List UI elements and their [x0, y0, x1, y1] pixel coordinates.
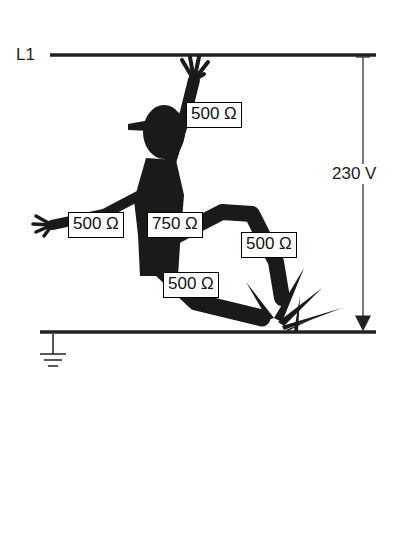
resistance-box: 500 Ω: [68, 212, 124, 238]
resistance-box: 500 Ω: [186, 102, 242, 128]
resistance-box: 500 Ω: [163, 272, 219, 298]
resistance-value: 500 Ω: [246, 234, 292, 254]
person-silhouette: [33, 57, 342, 331]
earth-symbol: [40, 334, 66, 366]
phase-line: [50, 53, 376, 57]
voltage-arrow: [356, 57, 370, 330]
resistance-value: 750 Ω: [152, 214, 198, 234]
resistance-value: 500 Ω: [168, 274, 214, 294]
resistance-box: 750 Ω: [147, 212, 203, 238]
resistance-value: 500 Ω: [73, 214, 119, 234]
line-name: L1: [16, 45, 35, 65]
resistance-box: 500 Ω: [241, 232, 297, 258]
ground-line: [40, 330, 376, 334]
resistance-value: 500 Ω: [191, 104, 237, 124]
voltage-value: 230 V: [330, 164, 378, 184]
